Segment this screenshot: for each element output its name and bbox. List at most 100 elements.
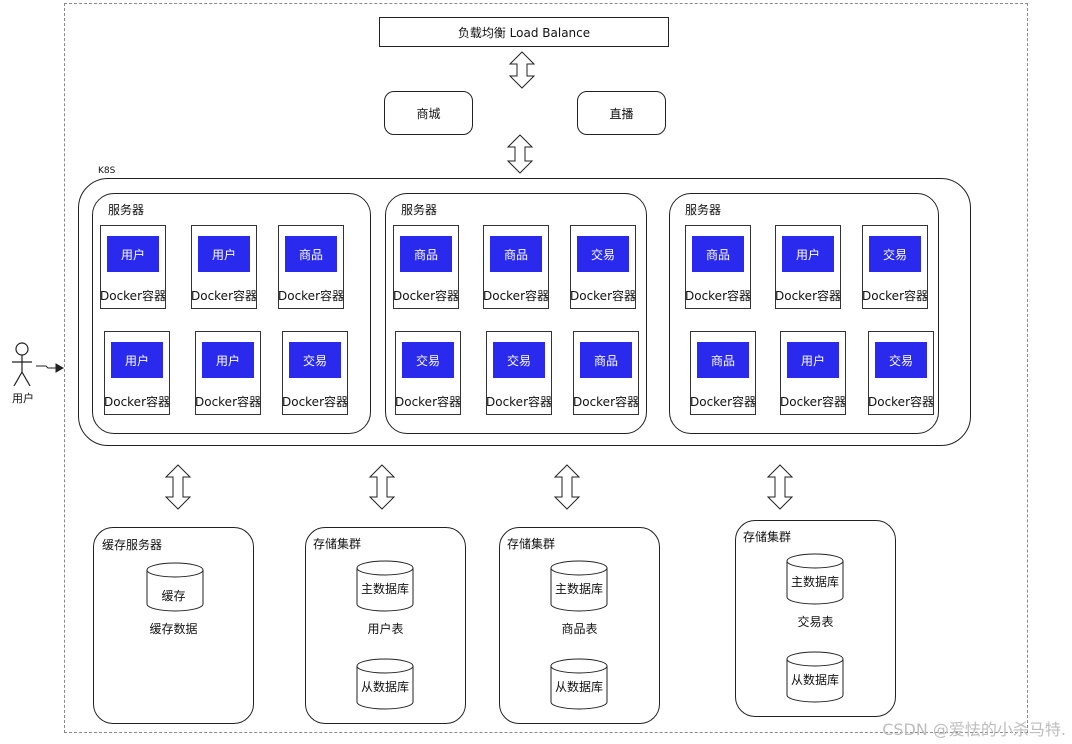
load-balancer-node: 负载均衡 Load Balance: [379, 17, 669, 47]
cache-cylinder-icon: [146, 562, 204, 612]
user-connector-arrow: [36, 363, 65, 373]
docker-container: 商品 Docker容器: [690, 331, 756, 415]
k8s-cluster: [78, 178, 971, 446]
docker-container-label: Docker容器: [194, 395, 262, 409]
load-balancer-label: 负载均衡 Load Balance: [457, 25, 591, 40]
docker-container: 交易 Docker容器: [395, 331, 461, 415]
docker-container: 商品 Docker容器: [573, 331, 639, 415]
k8s-label: K8S: [98, 166, 116, 176]
double-arrow-k8s-storage-1: [368, 464, 396, 510]
master-db-label: 主数据库: [790, 575, 839, 589]
storage-cluster-title: 存储集群: [313, 537, 362, 551]
docker-container-label: Docker容器: [684, 289, 752, 303]
app-node-mall: 商城: [384, 91, 473, 135]
service-block: 交易: [289, 342, 341, 378]
docker-container: 交易 Docker容器: [282, 331, 348, 415]
app-node-mall-label: 商城: [416, 106, 441, 121]
slave-db-cylinder-icon: [356, 658, 414, 710]
system-boundary: [64, 3, 1028, 733]
docker-container-label: Docker容器: [482, 289, 550, 303]
service-block: 用户: [198, 236, 250, 272]
cache-server-group: 缓存服务器 缓存 缓存数据: [93, 527, 254, 724]
docker-container-label: Docker容器: [867, 395, 935, 409]
server-title: 服务器: [108, 203, 145, 217]
service-block: 交易: [869, 236, 921, 272]
master-db-label: 主数据库: [360, 582, 409, 596]
docker-container: 用户 Docker容器: [775, 225, 841, 309]
docker-container-label: Docker容器: [774, 289, 842, 303]
user-actor-icon: [12, 342, 32, 387]
storage-cluster-title: 存储集群: [743, 530, 792, 544]
cache-caption: 缓存数据: [149, 622, 198, 636]
docker-container: 商品 Docker容器: [483, 225, 549, 309]
docker-container-label: Docker容器: [392, 289, 460, 303]
docker-container-label: Docker容器: [281, 395, 349, 409]
docker-container-label: Docker容器: [190, 289, 258, 303]
master-db-label: 主数据库: [554, 582, 603, 596]
table-caption: 用户表: [367, 622, 404, 636]
docker-container: 交易 Docker容器: [570, 225, 636, 309]
docker-container-label: Docker容器: [572, 395, 640, 409]
watermark: CSDN @爱怯的小杀马特.: [882, 720, 1066, 739]
server-title: 服务器: [401, 203, 438, 217]
service-block: 用户: [782, 236, 834, 272]
table-caption: 交易表: [797, 615, 834, 629]
service-block: 用户: [111, 342, 163, 378]
master-db-cylinder-icon: [356, 560, 414, 612]
docker-container: 用户 Docker容器: [780, 331, 846, 415]
cache-cylinder-label: 缓存: [161, 588, 186, 603]
storage-cluster-3: [735, 520, 896, 717]
cache-server-title: 缓存服务器: [102, 538, 163, 552]
docker-container: 用户 Docker容器: [100, 225, 166, 309]
slave-db-label: 从数据库: [554, 680, 603, 694]
master-db-cylinder-icon: [550, 560, 608, 612]
service-block: 用户: [107, 236, 159, 272]
service-block: 交易: [402, 342, 454, 378]
service-block: 商品: [490, 236, 542, 272]
docker-container: 交易 Docker容器: [862, 225, 928, 309]
docker-container-label: Docker容器: [485, 395, 553, 409]
service-block: 用户: [787, 342, 839, 378]
docker-container-label: Docker容器: [861, 289, 929, 303]
docker-container: 交易 Docker容器: [868, 331, 934, 415]
double-arrow-k8s-storage-3: [766, 464, 794, 510]
app-node-live-label: 直播: [609, 106, 634, 121]
user-actor-label: 用户: [12, 392, 34, 405]
docker-container: 用户 Docker容器: [195, 331, 261, 415]
docker-container: 商品 Docker容器: [278, 225, 344, 309]
service-block: 商品: [285, 236, 337, 272]
docker-container: 用户 Docker容器: [104, 331, 170, 415]
slave-db-cylinder-icon: [786, 651, 844, 703]
slave-db-cylinder-icon: [550, 658, 608, 710]
service-block: 交易: [577, 236, 629, 272]
storage-cluster-title: 存储集群: [507, 537, 556, 551]
server-title: 服务器: [685, 203, 722, 217]
service-block: 商品: [697, 342, 749, 378]
docker-container: 交易 Docker容器: [486, 331, 552, 415]
master-db-cylinder-icon: [786, 553, 844, 605]
docker-container: 商品 Docker容器: [685, 225, 751, 309]
service-block: 商品: [692, 236, 744, 272]
app-node-live: 直播: [577, 91, 666, 135]
double-arrow-apps-k8s: [506, 134, 534, 174]
docker-container-label: Docker容器: [779, 395, 847, 409]
service-block: 用户: [202, 342, 254, 378]
slave-db-label: 从数据库: [360, 680, 409, 694]
double-arrow-k8s-cache: [164, 464, 192, 510]
docker-container-label: Docker容器: [277, 289, 345, 303]
slave-db-label: 从数据库: [790, 673, 839, 687]
service-block: 商品: [400, 236, 452, 272]
service-block: 交易: [493, 342, 545, 378]
docker-container-label: Docker容器: [394, 395, 462, 409]
service-block: 商品: [580, 342, 632, 378]
docker-container-label: Docker容器: [99, 289, 167, 303]
table-caption: 商品表: [561, 622, 598, 636]
docker-container-label: Docker容器: [569, 289, 637, 303]
docker-container-label: Docker容器: [689, 395, 757, 409]
docker-container-label: Docker容器: [103, 395, 171, 409]
docker-container: 商品 Docker容器: [393, 225, 459, 309]
double-arrow-k8s-storage-2: [553, 464, 581, 510]
service-block: 交易: [875, 342, 927, 378]
double-arrow-lb-apps: [508, 51, 536, 89]
